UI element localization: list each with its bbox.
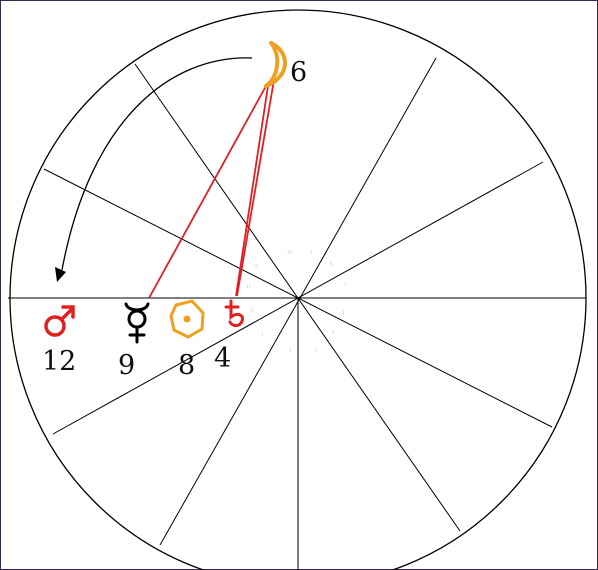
arrow-head-icon bbox=[55, 267, 66, 282]
mars-icon bbox=[44, 305, 75, 337]
house-spokes bbox=[8, 57, 586, 570]
inner-label: 8 bbox=[342, 310, 345, 315]
aspect-lines bbox=[148, 79, 275, 299]
inner-label: 6 bbox=[330, 261, 333, 266]
inner-label: 11 bbox=[246, 284, 252, 289]
inner-label: 3 bbox=[315, 348, 318, 353]
mercury-icon bbox=[124, 302, 150, 344]
inner-label: 1 bbox=[261, 332, 264, 337]
mercury-number: 9 bbox=[118, 350, 135, 381]
moon-icon bbox=[264, 41, 287, 88]
saturn-icon bbox=[224, 299, 245, 327]
sun-icon bbox=[169, 299, 205, 339]
moon-saturn-line-2 bbox=[236, 79, 275, 297]
curved-arrow bbox=[61, 57, 253, 271]
inner-label: 9 bbox=[251, 308, 254, 313]
inner-label: 10 bbox=[287, 250, 293, 255]
inner-label: 12 bbox=[253, 264, 259, 269]
sun-number: 8 bbox=[178, 350, 195, 381]
inner-label: 4 bbox=[332, 329, 335, 334]
moon-saturn-line-1 bbox=[235, 85, 269, 297]
mars-number: 12 bbox=[42, 346, 76, 377]
inner-wheel-labels: 10 5 6 7 8 4 3 2 1 9 12 11 bbox=[246, 250, 347, 353]
moon-mercury-line bbox=[148, 85, 267, 299]
moon-number: 6 bbox=[290, 57, 307, 88]
saturn-number: 4 bbox=[214, 343, 231, 374]
inner-label: 5 bbox=[310, 250, 313, 255]
inner-label: 7 bbox=[344, 283, 347, 288]
inner-label: 2 bbox=[289, 348, 292, 353]
